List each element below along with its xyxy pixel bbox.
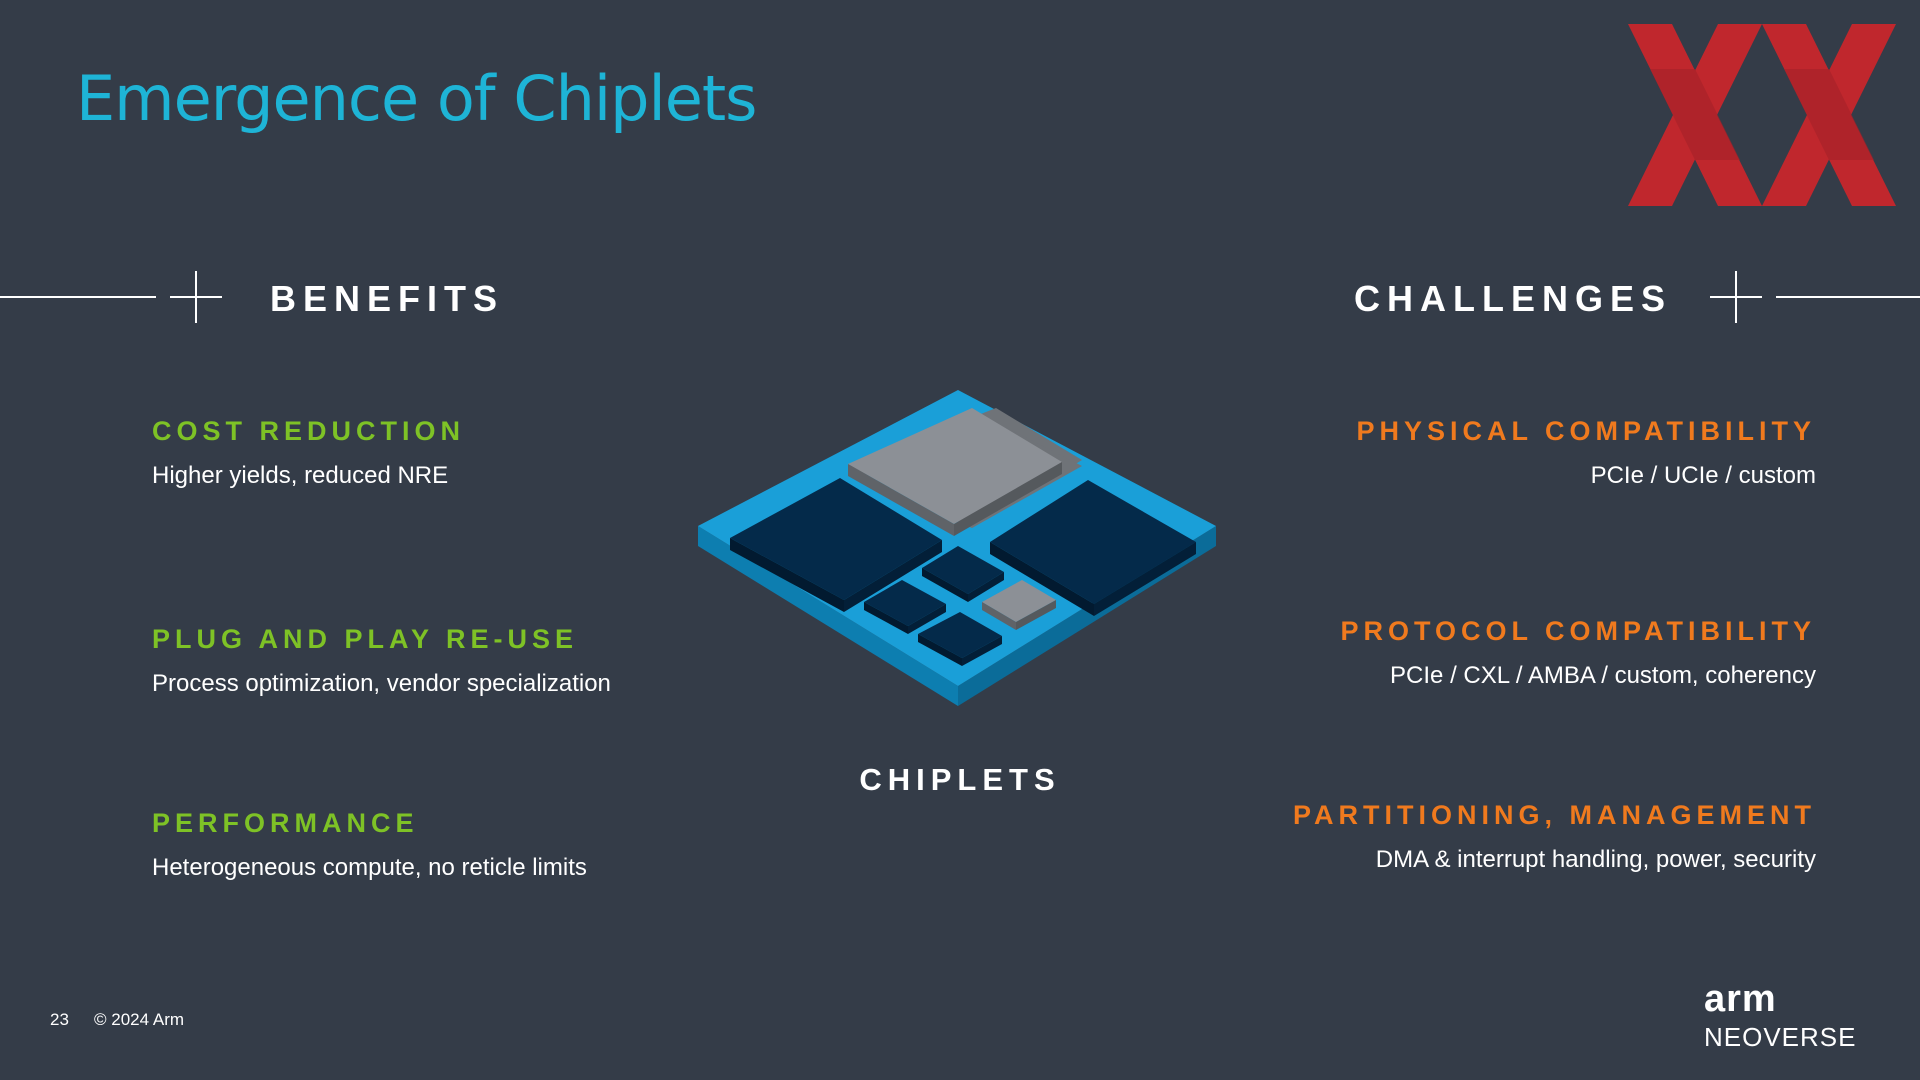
benefit-description: Higher yields, reduced NRE	[152, 462, 449, 489]
page-number: 23	[50, 1010, 69, 1029]
crosshair-icon	[170, 271, 222, 323]
copyright: © 2024 Arm	[94, 1010, 185, 1029]
chiplets-caption: CHIPLETS	[859, 762, 1061, 797]
benefits-rule	[0, 296, 156, 298]
challenge-label: PHYSICAL COMPATIBILITY	[1356, 416, 1816, 446]
page-title: Emergence of Chiplets	[76, 62, 757, 135]
challenge-label: PARTITIONING, MANAGEMENT	[1293, 800, 1816, 830]
crosshair-icon	[1710, 271, 1762, 323]
arm-logo: arm	[1704, 978, 1777, 1020]
challenge-description: PCIe / CXL / AMBA / custom, coherency	[1390, 662, 1816, 689]
neoverse-logo: NEOVERSE	[1704, 1022, 1857, 1052]
benefit-description: Process optimization, vendor specializat…	[152, 670, 611, 697]
benefit-description: Heterogeneous compute, no reticle limits	[152, 854, 587, 881]
challenges-rule	[1776, 296, 1920, 298]
benefits-heading: BENEFITS	[270, 278, 505, 319]
benefit-label: PERFORMANCE	[152, 808, 419, 838]
benefit-label: COST REDUCTION	[152, 416, 465, 446]
challenge-description: DMA & interrupt handling, power, securit…	[1375, 846, 1816, 873]
challenges-heading: CHALLENGES	[1353, 278, 1672, 319]
challenge-description: PCIe / UCIe / custom	[1590, 462, 1816, 489]
benefit-label: PLUG AND PLAY RE-USE	[152, 624, 579, 654]
xx-logo-icon	[1628, 24, 1896, 206]
challenge-label: PROTOCOL COMPATIBILITY	[1340, 616, 1816, 646]
chiplet-package-icon	[698, 390, 1216, 706]
